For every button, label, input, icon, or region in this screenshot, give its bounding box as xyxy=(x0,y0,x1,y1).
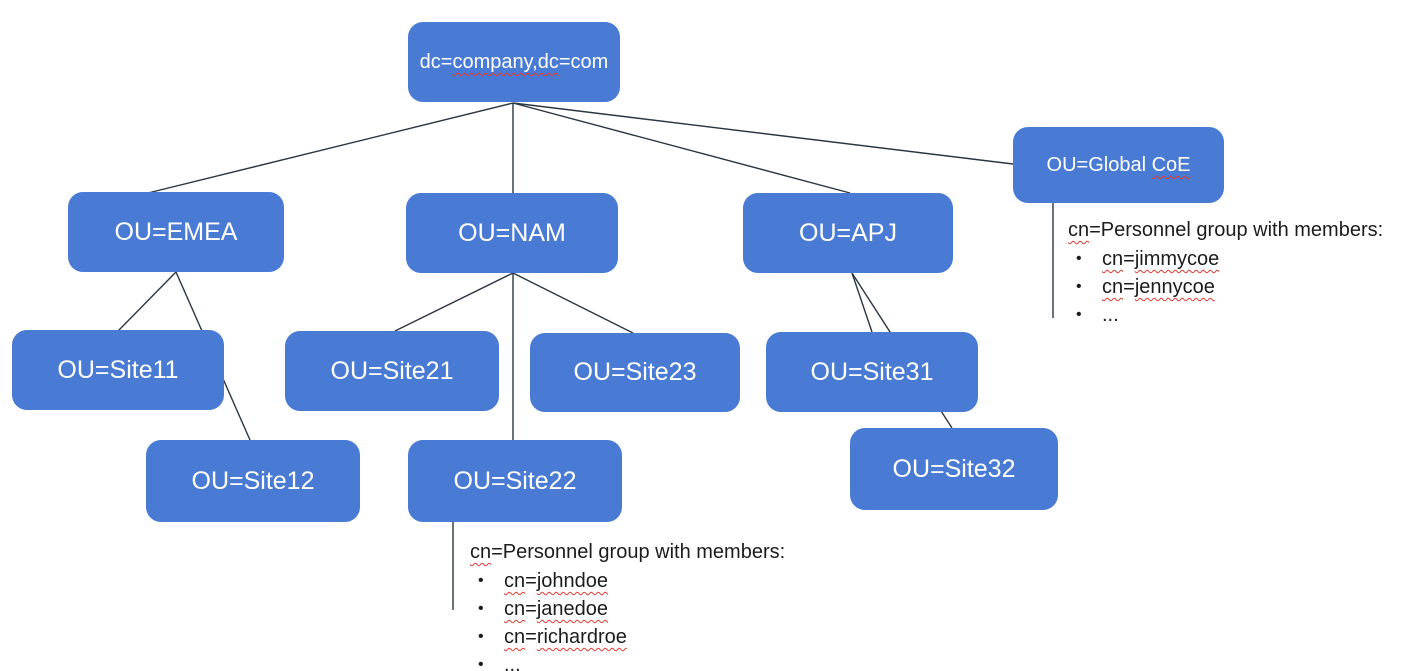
connector-root-emea xyxy=(147,102,514,194)
bullet-glyph: • xyxy=(478,572,484,589)
node-label: OU=NAM xyxy=(458,218,566,247)
node-label: OU=Site12 xyxy=(191,466,315,495)
node-ou-site23: OU=Site23 xyxy=(530,333,740,412)
node-label: OU=Site22 xyxy=(453,466,577,495)
node-ou-apj: OU=APJ xyxy=(743,193,953,273)
node-ou-site32: OU=Site32 xyxy=(850,428,1058,510)
node-label: OU=Site23 xyxy=(573,358,697,386)
bullet-glyph: • xyxy=(478,600,484,617)
connector-root-apj xyxy=(512,102,851,194)
bullet-glyph: • xyxy=(478,656,484,671)
member-name: cn=jennycoe xyxy=(1102,276,1215,298)
node-label: OU=APJ xyxy=(799,218,897,247)
node-label: dc=company,dc=com xyxy=(419,51,609,73)
member-name: ... xyxy=(1102,304,1119,326)
node-ou-site31: OU=Site31 xyxy=(766,332,978,412)
annotation-member-item: • cn=johndoe xyxy=(470,567,785,595)
node-ou-nam: OU=NAM xyxy=(406,193,618,273)
node-ou-emea: OU=EMEA xyxy=(68,192,284,272)
bullet-glyph: • xyxy=(478,628,484,645)
member-name: cn=richardroe xyxy=(504,626,627,648)
member-name: cn=johndoe xyxy=(504,570,608,592)
node-label: OU=Site31 xyxy=(810,357,934,386)
annotation-header: cn=Personnel group with members: xyxy=(470,541,786,563)
connector-apj-site31 xyxy=(851,272,873,333)
node-label: OU=Site11 xyxy=(57,355,179,384)
member-name: cn=janedoe xyxy=(504,598,608,620)
annotation-site22-members: cn=Personnel group with members: • cn=jo… xyxy=(470,538,785,671)
member-name: ... xyxy=(504,654,521,671)
node-ou-site11: OU=Site11 xyxy=(12,330,224,410)
node-ou-site22: OU=Site22 xyxy=(408,440,622,522)
node-root-dc-company: dc=company,dc=com xyxy=(408,22,620,102)
member-name: cn=jimmycoe xyxy=(1102,248,1220,270)
connector-emea-site11 xyxy=(117,271,177,332)
annotation-member-item: • ... xyxy=(470,651,785,671)
node-ou-site21: OU=Site21 xyxy=(285,331,499,411)
connector-nam-site23 xyxy=(512,272,634,334)
node-label: OU=EMEA xyxy=(114,217,238,246)
node-label: OU=Global CoE xyxy=(1046,154,1191,176)
annotation-header: cn=Personnel group with members: xyxy=(1068,219,1384,241)
node-ou-site12: OU=Site12 xyxy=(146,440,360,522)
annotation-member-item: • cn=jimmycoe xyxy=(1068,245,1383,273)
annotation-member-item: • cn=jennycoe xyxy=(1068,273,1383,301)
bullet-glyph: • xyxy=(1076,306,1082,323)
node-label: OU=Site21 xyxy=(330,356,454,385)
node-label: OU=Site32 xyxy=(892,454,1016,483)
node-ou-global-coe: OU=Global CoE xyxy=(1013,127,1224,203)
annotation-member-item: • ... xyxy=(1068,301,1383,329)
annotation-member-item: • cn=janedoe xyxy=(470,595,785,623)
bullet-glyph: • xyxy=(1076,278,1082,295)
connector-root-globalcoe xyxy=(512,102,1014,165)
connector-nam-site21 xyxy=(394,272,514,332)
annotation-globalcoe-members: cn=Personnel group with members: • cn=ji… xyxy=(1068,216,1383,329)
annotation-member-item: • cn=richardroe xyxy=(470,623,785,651)
bullet-glyph: • xyxy=(1076,250,1082,267)
